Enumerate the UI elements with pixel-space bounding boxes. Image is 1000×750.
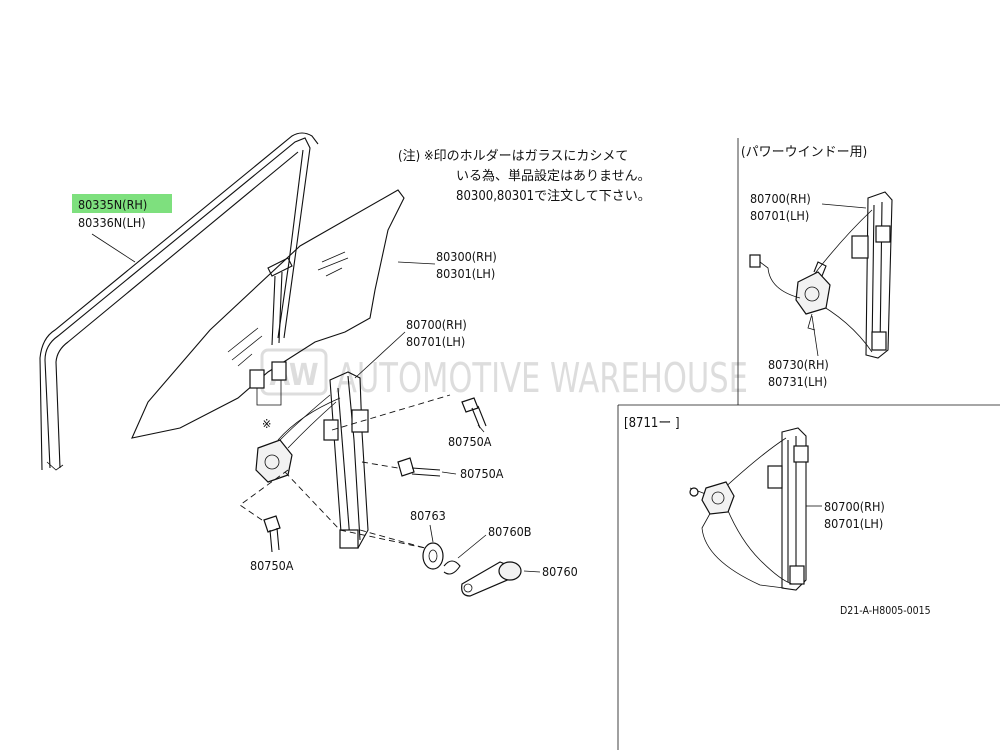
power-window-inset: (パワーウインドー用) 80700(RH) 80701(LH) 80730(RH…	[618, 138, 1000, 406]
label-handle: 80760	[542, 564, 578, 579]
glass-holder-right	[271, 361, 287, 381]
label-glass-rh: 80300(RH)	[436, 249, 497, 264]
glass-run-channel	[39, 132, 319, 471]
label-clip: 80760B	[488, 524, 531, 539]
label-glass-run-rh: 80335N(RH)	[78, 197, 147, 212]
note-line-2: いる為、単品設定はありません。	[456, 168, 651, 184]
label-glass-run-lh: 80336N(LH)	[78, 215, 146, 230]
handle-washer	[422, 542, 444, 570]
pw-label-motor-rh: 80730(RH)	[768, 357, 829, 372]
variant-label-regulator-rh: 80700(RH)	[824, 499, 885, 514]
label-bolt-upper: 80750A	[448, 434, 492, 449]
label-bolt-lower: 80750A	[250, 558, 294, 573]
variant-regulator-gearbox	[701, 481, 735, 515]
door-glass: ※	[131, 189, 405, 439]
glass-holder-left	[249, 369, 265, 389]
highlight-80335n	[72, 194, 172, 213]
leader-lines	[91, 233, 541, 573]
power-window-motor	[795, 271, 831, 315]
label-regulator-lh: 80701(LH)	[406, 334, 465, 349]
pw-label-motor-lh: 80731(LH)	[768, 374, 827, 389]
bolt-lower	[263, 515, 281, 553]
bolt-middle	[397, 457, 441, 477]
handle-clip	[443, 560, 461, 575]
variant-label-regulator-lh: 80701(LH)	[824, 516, 883, 531]
label-glass-lh: 80301(LH)	[436, 266, 495, 281]
watermark-text: AUTOMOTIVE WAREHOUSE	[336, 354, 748, 402]
watermark: AW AUTOMOTIVE WAREHOUSE	[260, 348, 748, 402]
window-crank-handle	[461, 561, 522, 597]
diagram-code: D21-A-H8005-0015	[840, 605, 931, 617]
note-line-3: 80300,80301で注文して下さい。	[456, 189, 651, 204]
variant-title: [8711ー ]	[624, 416, 680, 431]
window-regulator	[255, 371, 369, 549]
variant-inset: [8711ー ] 80700(RH) 80701(LH)	[617, 405, 885, 750]
label-regulator-rh: 80700(RH)	[406, 317, 467, 332]
regulator-gearbox	[255, 439, 293, 483]
bolt-upper	[461, 397, 487, 429]
label-bolt-middle: 80750A	[460, 466, 504, 481]
holder-mark: ※	[262, 416, 271, 431]
assembly-guides	[239, 394, 451, 549]
note-line-1: (注) ※印のホルダーはガラスにカシメて	[398, 149, 628, 164]
pw-label-regulator-rh: 80700(RH)	[750, 191, 811, 206]
label-washer: 80763	[410, 508, 446, 523]
power-window-title: (パワーウインドー用)	[741, 145, 867, 160]
pw-label-regulator-lh: 80701(LH)	[750, 208, 809, 223]
